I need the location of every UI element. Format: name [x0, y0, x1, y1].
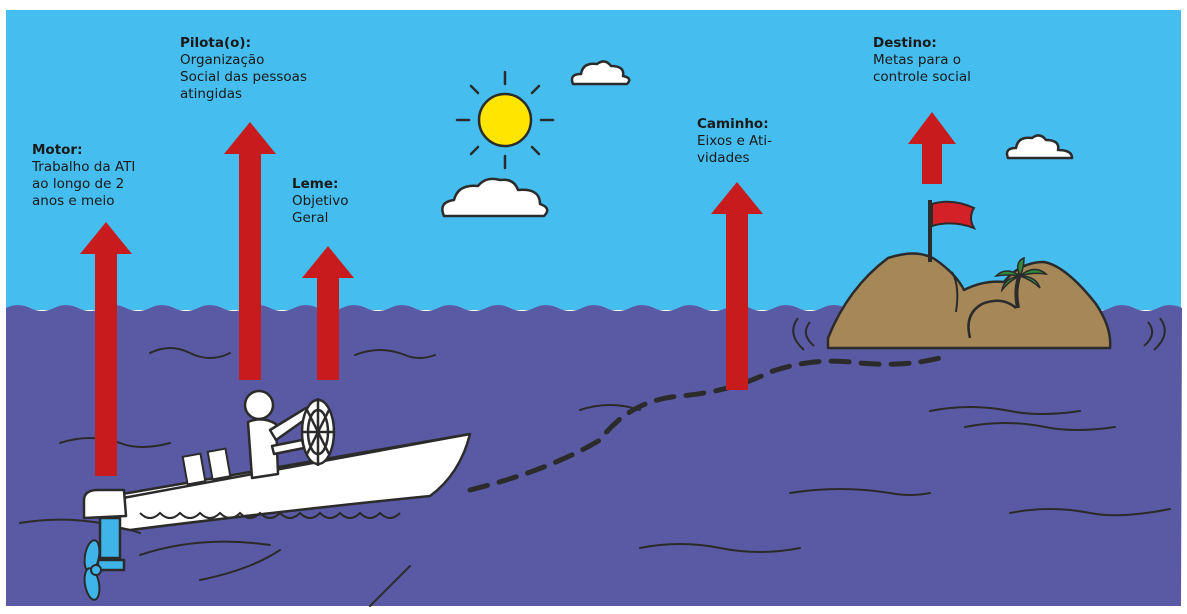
- label-leme-title: Leme:: [292, 176, 349, 193]
- label-caminho-title: Caminho:: [697, 116, 772, 133]
- label-motor-body: Trabalho da ATI ao longo de 2 anos e mei…: [32, 159, 135, 210]
- label-caminho: Caminho: Eixos e Ati- vidades: [697, 116, 772, 167]
- label-destino-body: Metas para o controle social: [873, 52, 971, 86]
- label-leme: Leme: Objetivo Geral: [292, 176, 349, 227]
- label-pilota-title: Pilota(o):: [180, 35, 307, 52]
- label-caminho-body: Eixos e Ati- vidades: [697, 133, 772, 167]
- steering-wheel-icon: [302, 398, 334, 466]
- label-leme-body: Objetivo Geral: [292, 193, 349, 227]
- label-destino-title: Destino:: [873, 35, 971, 52]
- label-motor-title: Motor:: [32, 142, 135, 159]
- label-motor: Motor: Trabalho da ATI ao longo de 2 ano…: [32, 142, 135, 210]
- label-pilota: Pilota(o): Organização Social das pessoa…: [180, 35, 307, 103]
- page-bottom-edge: [0, 606, 1187, 614]
- label-destino: Destino: Metas para o controle social: [873, 35, 971, 86]
- label-pilota-body: Organização Social das pessoas atingidas: [180, 52, 307, 103]
